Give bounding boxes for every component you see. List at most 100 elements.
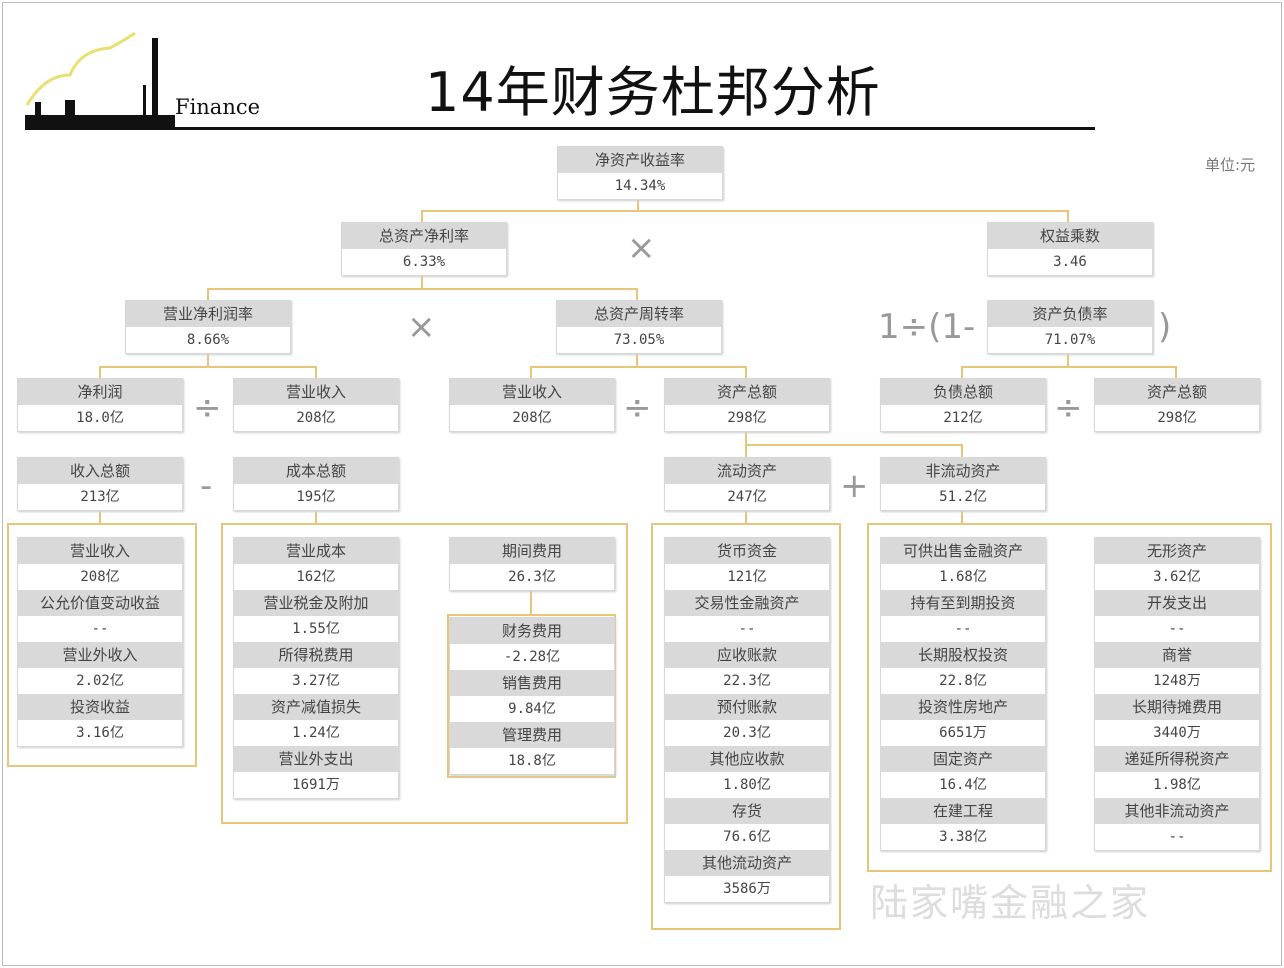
metric-value: 1248万 <box>1095 668 1259 694</box>
metric-label: 资产负债率 <box>988 301 1152 327</box>
metric-label: 投资性房地产 <box>881 694 1045 720</box>
metric-label: 营业外支出 <box>234 746 398 772</box>
metric-label: 总资产周转率 <box>557 301 721 327</box>
metric-value: 1.24亿 <box>234 720 398 746</box>
metric-value: 247亿 <box>665 484 829 510</box>
metric-value: -- <box>881 616 1045 642</box>
metric-value: 9.84亿 <box>450 696 614 722</box>
multiply-operator: × <box>627 228 656 268</box>
logo-word-finance: Finance <box>175 95 261 119</box>
metric-label: 营业收入 <box>18 538 182 564</box>
metric-value: 195亿 <box>234 484 398 510</box>
metric-value: 212亿 <box>881 405 1045 431</box>
minus-operator: - <box>200 466 213 506</box>
cost-breakdown-frame <box>221 523 628 824</box>
unit-label: 单位:元 <box>1205 156 1256 174</box>
metric-label: 营业税金及附加 <box>234 590 398 616</box>
metric-value: 22.8亿 <box>881 668 1045 694</box>
metric-value: -- <box>18 616 182 642</box>
metric-value: 3.46 <box>988 249 1152 275</box>
divide-operator: ÷ <box>623 388 652 428</box>
metric-value: 71.07% <box>988 327 1152 353</box>
metric-value: 3586万 <box>665 876 829 902</box>
metric-label: 非流动资产 <box>881 458 1045 484</box>
one-divide-one-minus-operator: 1÷(1- <box>878 307 976 347</box>
metric-value: 3.27亿 <box>234 668 398 694</box>
metric-value: 208亿 <box>234 405 398 431</box>
metric-value: -- <box>1095 616 1259 642</box>
metric-value: 14.34% <box>558 173 722 199</box>
metric-value: 3.62亿 <box>1095 564 1259 590</box>
metric-value: 26.3亿 <box>450 564 614 590</box>
metric-label: 公允价值变动收益 <box>18 590 182 616</box>
title-underline <box>25 127 1095 130</box>
metric-value: -2.28亿 <box>450 644 614 670</box>
metric-label: 其他流动资产 <box>665 850 829 876</box>
multiply-operator: × <box>407 307 436 347</box>
logo-text: Finance <box>175 95 260 119</box>
metric-label: 资产总额 <box>665 379 829 405</box>
metric-label: 净利润 <box>18 379 182 405</box>
plus-operator: + <box>840 466 869 506</box>
metric-label: 销售费用 <box>450 670 614 696</box>
metric-label: 营业收入 <box>450 379 614 405</box>
metric-label: 营业净利润率 <box>126 301 290 327</box>
metric-value: 1.98亿 <box>1095 772 1259 798</box>
metric-label: 递延所得税资产 <box>1095 746 1259 772</box>
metric-value: 16.4亿 <box>881 772 1045 798</box>
metric-label: 长期股权投资 <box>881 642 1045 668</box>
metric-label: 长期待摊费用 <box>1095 694 1259 720</box>
metric-value: 3.38亿 <box>881 824 1045 850</box>
metric-label: 期间费用 <box>450 538 614 564</box>
metric-value: 1.55亿 <box>234 616 398 642</box>
metric-label: 总资产净利率 <box>342 223 506 249</box>
metric-value: 213亿 <box>18 484 182 510</box>
metric-label: 存货 <box>665 798 829 824</box>
metric-value: 208亿 <box>450 405 614 431</box>
metric-label: 营业收入 <box>234 379 398 405</box>
metric-value: 2.02亿 <box>18 668 182 694</box>
metric-value: -- <box>1095 824 1259 850</box>
metric-value: 22.3亿 <box>665 668 829 694</box>
metric-label: 可供出售金融资产 <box>881 538 1045 564</box>
metric-value: 121亿 <box>665 564 829 590</box>
metric-label: 无形资产 <box>1095 538 1259 564</box>
metric-label: 投资收益 <box>18 694 182 720</box>
watermark: 陆家嘴金融之家 <box>870 881 1151 925</box>
metric-value: 8.66% <box>126 327 290 353</box>
metric-value: 162亿 <box>234 564 398 590</box>
metric-label: 其他应收款 <box>665 746 829 772</box>
metric-value: 73.05% <box>557 327 721 353</box>
metric-label: 预付账款 <box>665 694 829 720</box>
metric-label: 所得税费用 <box>234 642 398 668</box>
metric-value: 51.2亿 <box>881 484 1045 510</box>
metric-value: 6.33% <box>342 249 506 275</box>
metric-label: 净资产收益率 <box>558 147 722 173</box>
metric-value: 20.3亿 <box>665 720 829 746</box>
divide-operator: ÷ <box>193 388 222 428</box>
metric-value: 208亿 <box>18 564 182 590</box>
metric-label: 管理费用 <box>450 722 614 748</box>
metric-label: 成本总额 <box>234 458 398 484</box>
